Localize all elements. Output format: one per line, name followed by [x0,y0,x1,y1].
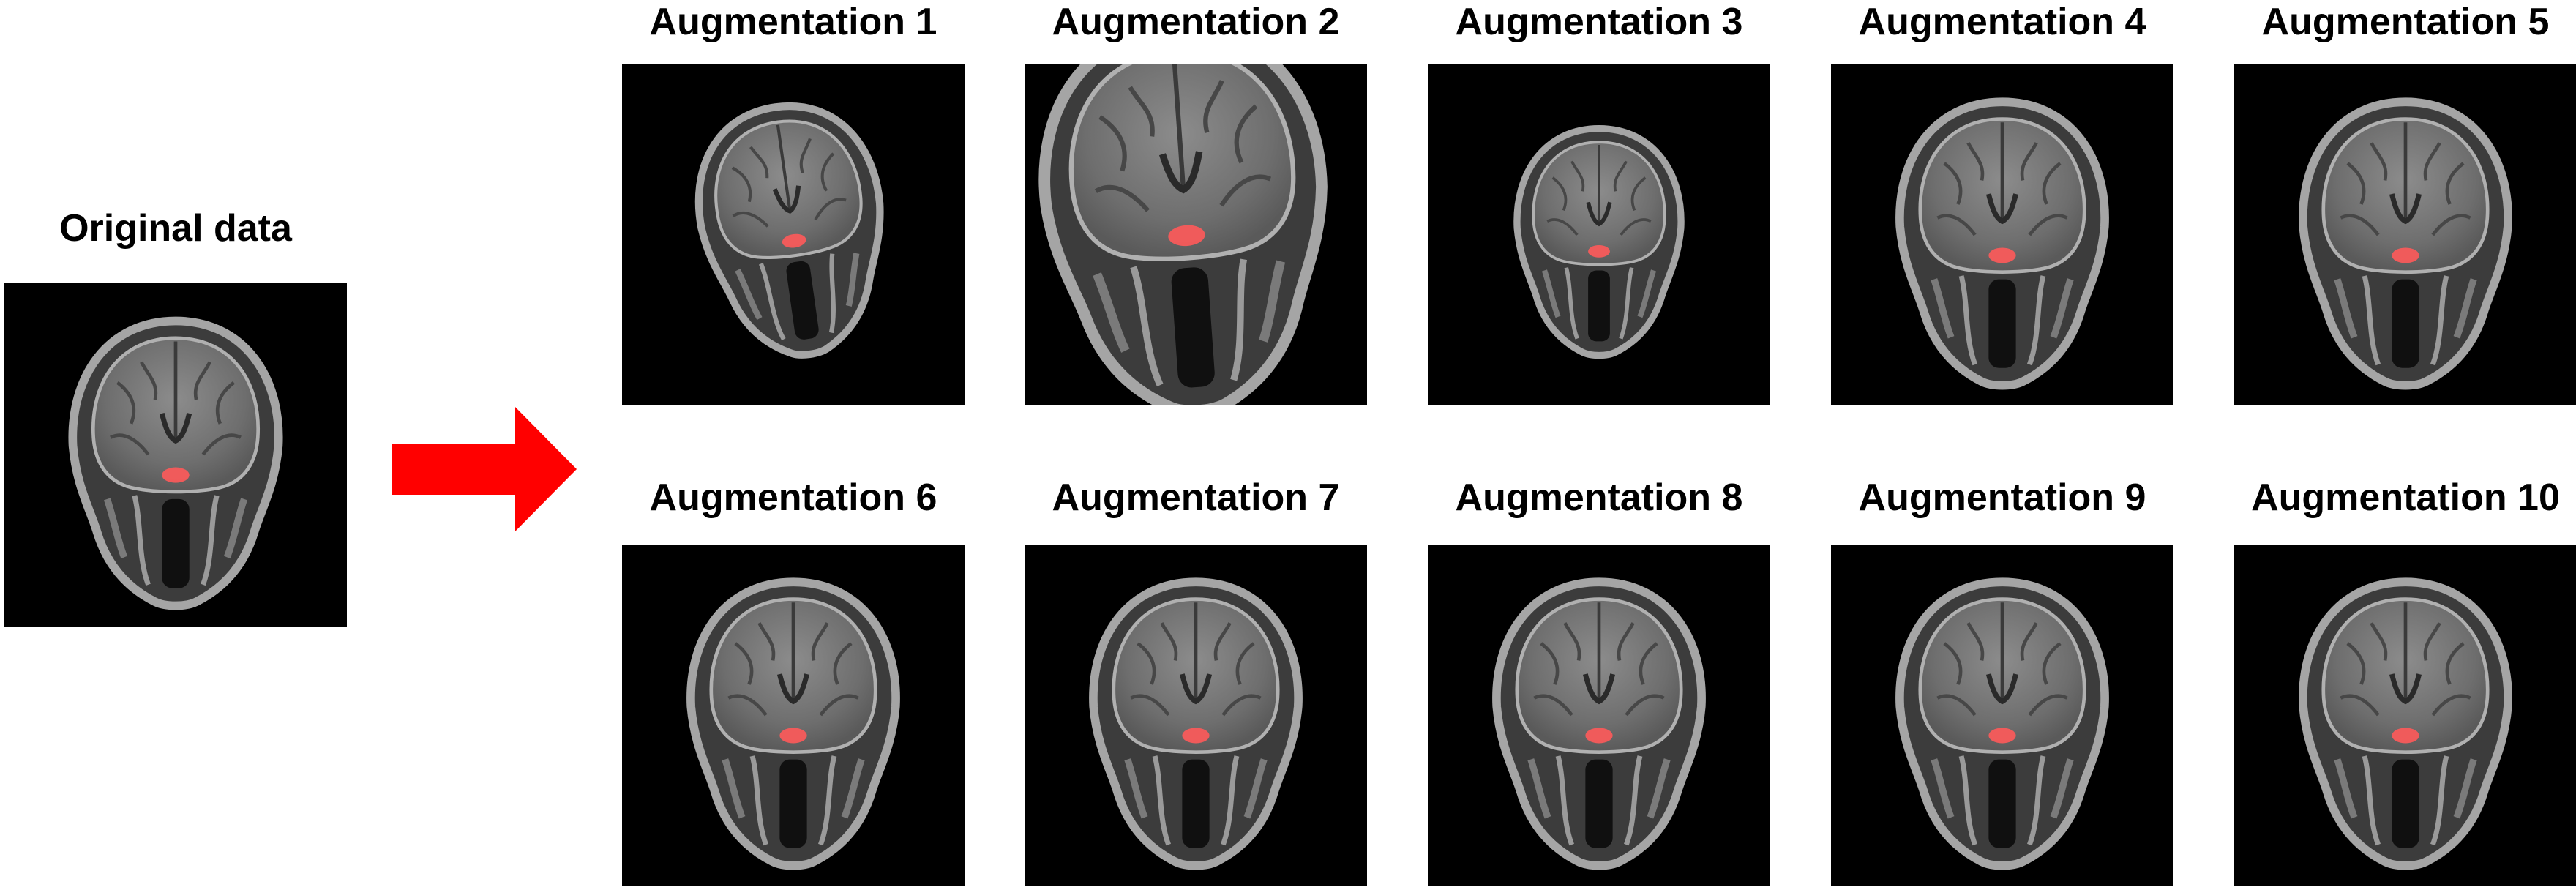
augmentation-label: Augmentation 3 [1455,1,1743,43]
augmentation-label: Augmentation 4 [1858,1,2146,43]
augmentation-label: Augmentation 5 [2261,1,2550,43]
augmentation-image [1025,64,1367,405]
augmentation-label: Augmentation 8 [1455,476,1743,519]
mri-scan [4,283,347,627]
mri-scan [1025,545,1367,886]
augmentation-label: Augmentation 9 [1858,476,2146,519]
augmentation-label: Augmentation 1 [649,1,937,43]
mri-scan [1025,64,1367,405]
augmentation-image [1428,545,1770,886]
augmentation-label: Augmentation 2 [1052,1,1340,43]
augmentation-image [2234,545,2576,886]
mri-scan [1831,545,2174,886]
mri-scan [1428,545,1770,886]
augmentation-image [622,545,965,886]
augmentation-label: Augmentation 10 [2251,476,2560,519]
original-label: Original data [59,207,292,250]
augmentation-image [1831,64,2174,405]
mri-scan [1831,64,2174,405]
augmentation-image [1831,545,2174,886]
augmentation-image [622,64,965,405]
augmentation-label: Augmentation 7 [1052,476,1340,519]
original-image [4,283,347,627]
augmentation-image [1025,545,1367,886]
mri-scan [2234,64,2576,405]
mri-scan [622,64,965,405]
augmentation-label: Augmentation 6 [649,476,937,519]
mri-scan [2234,545,2576,886]
right-arrow-icon [392,407,577,531]
augmentation-image [2234,64,2576,405]
augmentation-image [1428,64,1770,405]
mri-scan [622,545,965,886]
mri-scan [1428,64,1770,405]
